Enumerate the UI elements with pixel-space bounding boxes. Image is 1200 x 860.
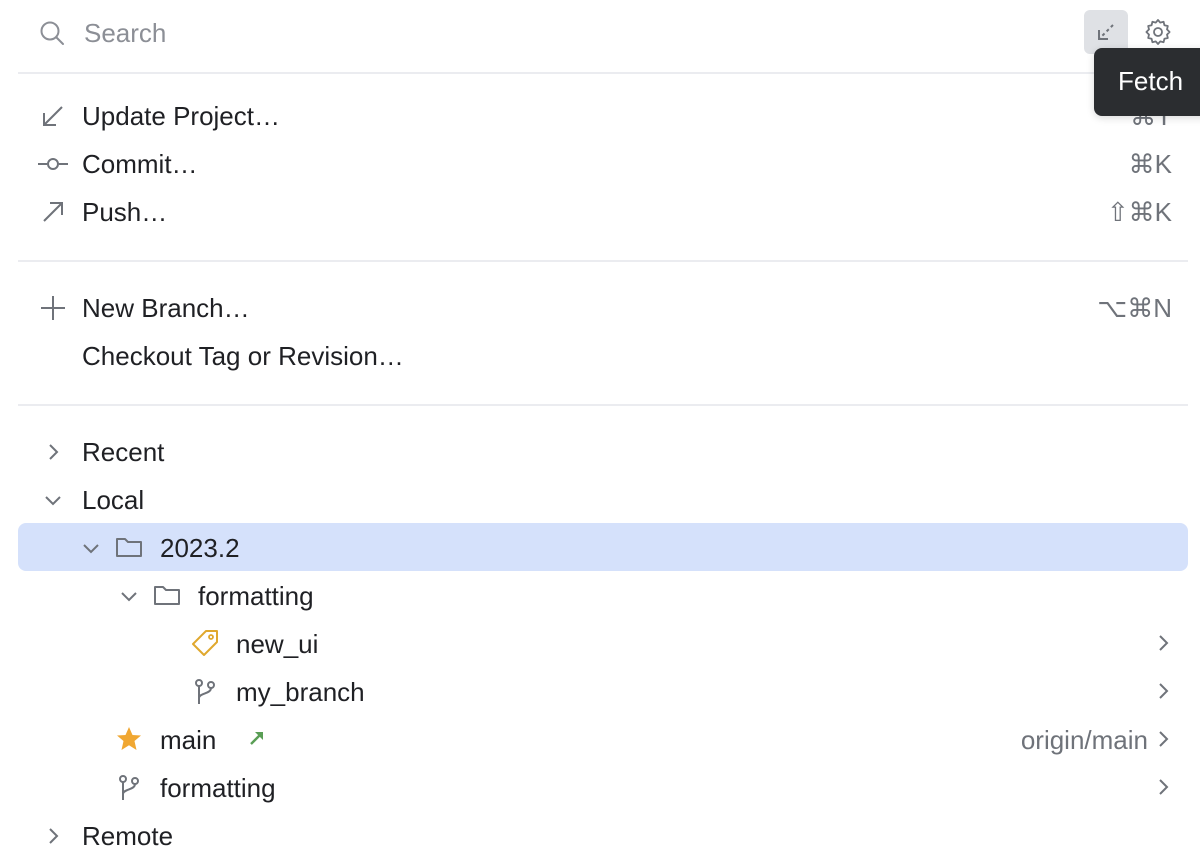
tree-node-remote[interactable]: Remote <box>18 811 1188 859</box>
tree-node-branch-formatting[interactable]: formatting <box>18 763 1188 811</box>
tree-node-label: my_branch <box>236 677 365 707</box>
chevron-down-icon <box>83 544 99 554</box>
chevron-right-icon[interactable] <box>1154 729 1174 749</box>
menu-item-label: Update Project… <box>82 101 280 131</box>
fetch-button[interactable] <box>1084 10 1128 54</box>
push-icon <box>43 202 63 222</box>
branch-icon <box>195 679 215 704</box>
menu-item-label: Commit… <box>82 149 198 179</box>
update-icon <box>43 106 63 126</box>
plus-icon <box>41 296 65 320</box>
shortcut-label: ⌥⌘N <box>1097 293 1172 323</box>
folder-icon <box>154 586 180 605</box>
shortcut-label: ⌘K <box>1128 149 1172 179</box>
commit-icon <box>38 158 68 170</box>
tracking-branch-label: origin/main <box>1020 725 1148 755</box>
search-icon <box>40 21 64 45</box>
chevron-down-icon <box>121 592 137 602</box>
tree-node-branch-my-branch[interactable]: my_branch <box>18 667 1188 715</box>
star-icon <box>117 727 141 750</box>
menu-item-label: Push… <box>82 197 168 227</box>
tree-node-label: Local <box>82 485 145 515</box>
menu-item-push[interactable]: Push… ⇧⌘K <box>18 187 1188 235</box>
settings-button[interactable] <box>1138 10 1178 54</box>
incoming-arrow-icon <box>250 732 263 745</box>
tree-node-label: formatting <box>160 773 276 803</box>
search-bar <box>0 0 1200 72</box>
menu-item-checkout-tag[interactable]: Checkout Tag or Revision… <box>18 331 1188 379</box>
tag-icon <box>192 630 218 656</box>
menu-item-label: New Branch… <box>82 293 250 323</box>
gear-icon <box>1145 19 1171 45</box>
folder-icon <box>116 538 142 557</box>
chevron-right-icon <box>49 444 59 460</box>
tree-node-label: formatting <box>198 581 314 611</box>
tree-node-label: main <box>160 725 217 755</box>
menu-item-commit[interactable]: Commit… ⌘K <box>18 139 1188 187</box>
menu-item-update-project[interactable]: Update Project… ⌘T <box>18 91 1188 139</box>
branch-icon <box>119 775 139 800</box>
divider <box>18 404 1188 406</box>
divider <box>18 260 1188 262</box>
tree-node-label: 2023.2 <box>160 533 240 563</box>
menu-item-new-branch[interactable]: New Branch… ⌥⌘N <box>18 283 1188 331</box>
menu-item-label: Checkout Tag or Revision… <box>82 341 404 371</box>
tree-node-label: Recent <box>82 437 165 467</box>
shortcut-label: ⇧⌘K <box>1106 197 1172 227</box>
search-input[interactable] <box>84 17 984 49</box>
tree-node-recent[interactable]: Recent <box>18 427 1188 475</box>
tree-node-group-formatting[interactable]: formatting <box>18 571 1188 619</box>
chevron-down-icon <box>45 496 61 506</box>
tree-node-label: new_ui <box>236 629 319 659</box>
tree-node-branch-new-ui[interactable]: new_ui <box>18 619 1188 667</box>
fetch-tooltip: Fetch <box>1094 48 1200 116</box>
fetch-icon <box>1098 24 1114 40</box>
chevron-right-icon[interactable] <box>1154 681 1174 701</box>
chevron-right-icon[interactable] <box>1154 633 1174 653</box>
chevron-right-icon <box>49 828 59 844</box>
chevron-right-icon[interactable] <box>1154 777 1174 797</box>
tree-node-local[interactable]: Local <box>18 475 1188 523</box>
tree-node-group-2023[interactable]: 2023.2 <box>18 523 1188 571</box>
tree-node-branch-main[interactable]: main origin/main <box>18 715 1188 763</box>
tree-node-label: Remote <box>82 821 174 851</box>
divider <box>18 72 1188 74</box>
